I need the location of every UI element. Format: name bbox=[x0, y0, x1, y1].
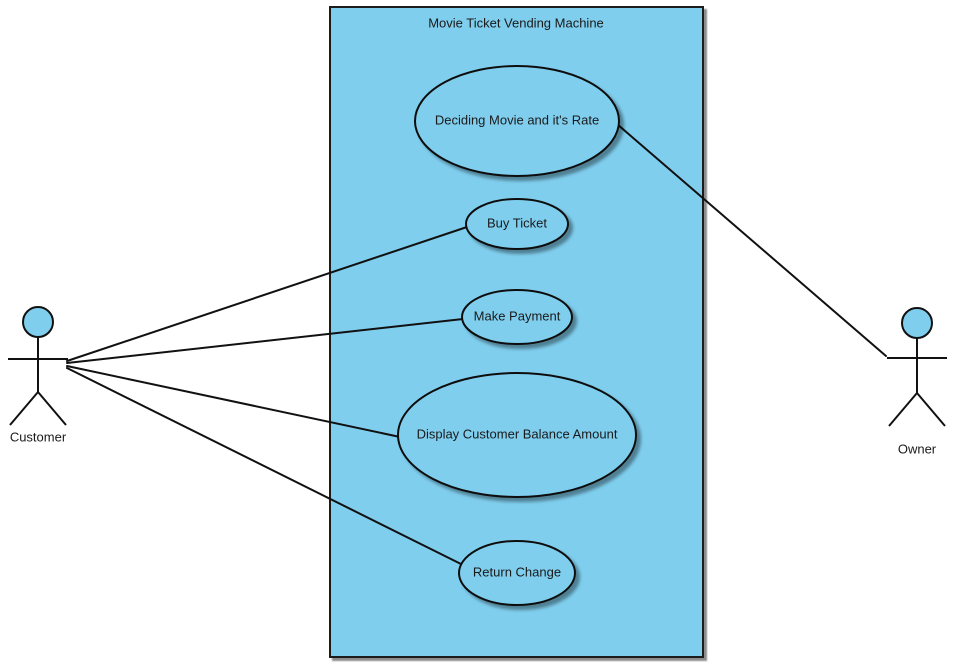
actor-head-icon bbox=[901, 307, 933, 339]
actor-label: Customer bbox=[10, 429, 67, 444]
association-customer-display-balance bbox=[66, 365, 401, 438]
actor-label: Owner bbox=[898, 441, 937, 456]
system-boundary-title: Movie Ticket Vending Machine bbox=[428, 15, 604, 30]
association-customer-return-change bbox=[66, 367, 466, 567]
actor-left-leg-line bbox=[9, 391, 39, 426]
actor-head-icon bbox=[22, 306, 54, 338]
use-case-label: Display Customer Balance Amount bbox=[417, 426, 618, 441]
use-case-label: Return Change bbox=[473, 564, 561, 579]
use-case-buy-ticket[interactable]: Buy Ticket bbox=[465, 198, 569, 250]
actor-customer[interactable]: Customer bbox=[8, 306, 68, 444]
use-case-label: Buy Ticket bbox=[487, 215, 547, 230]
use-case-deciding-movie-and-rate[interactable]: Deciding Movie and it's Rate bbox=[414, 65, 620, 177]
actor-left-leg-line bbox=[888, 392, 918, 427]
use-case-make-payment[interactable]: Make Payment bbox=[461, 289, 573, 345]
association-customer-buy-ticket bbox=[66, 226, 468, 362]
use-case-label: Make Payment bbox=[474, 308, 561, 323]
use-case-display-customer-balance-amount[interactable]: Display Customer Balance Amount bbox=[397, 372, 637, 498]
actor-right-leg-line bbox=[37, 391, 67, 426]
use-case-label: Deciding Movie and it's Rate bbox=[435, 112, 599, 127]
use-case-ellipse bbox=[465, 198, 569, 250]
use-case-ellipse bbox=[397, 372, 637, 498]
association-owner-deciding-movie bbox=[616, 123, 887, 357]
use-case-ellipse bbox=[461, 289, 573, 345]
association-customer-make-payment bbox=[66, 318, 464, 364]
use-case-return-change[interactable]: Return Change bbox=[458, 540, 576, 606]
actor-owner[interactable]: Owner bbox=[887, 307, 947, 456]
actor-right-leg-line bbox=[916, 392, 946, 427]
association-lines bbox=[66, 123, 887, 567]
use-case-ellipse bbox=[458, 540, 576, 606]
use-case-ellipse bbox=[414, 65, 620, 177]
